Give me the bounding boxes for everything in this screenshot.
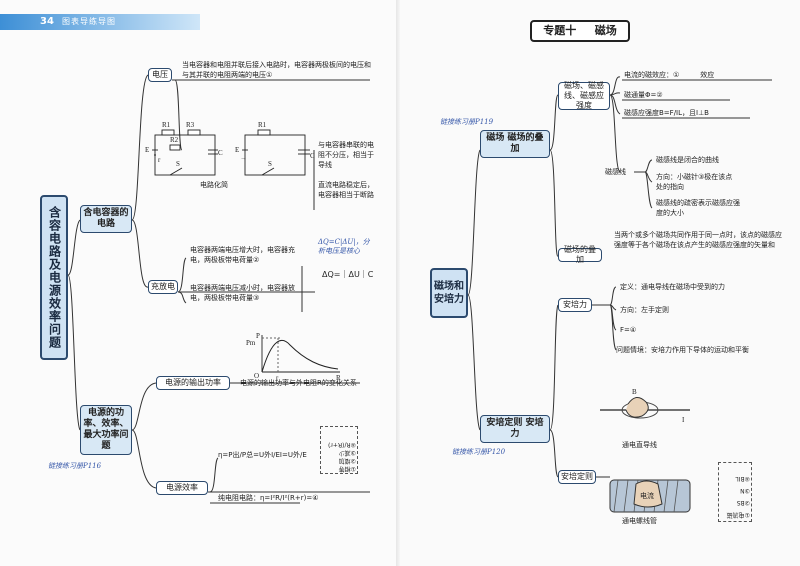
formula-delta-q: ΔQ=｜ΔU｜C <box>322 270 374 279</box>
link-practice-p116[interactable]: 链接练习册P116 <box>48 462 102 470</box>
label-r1b: R1 <box>258 121 267 129</box>
answer-2: ②BS <box>736 499 750 506</box>
ampere-force-formula: F=④ <box>620 326 637 334</box>
solenoid-figure <box>609 479 691 513</box>
main-topic-left: 含容电路及电源效率问题 <box>40 195 68 360</box>
link-practice-p120[interactable]: 链接练习册P120 <box>452 448 506 456</box>
efficiency-formula: η=P出/P总=U外I/EI=U外/E <box>218 451 307 459</box>
branch-power-efficiency: 电源的功率、效率、最大功率问题 <box>80 405 132 455</box>
topic-title: 磁场 <box>594 24 617 37</box>
superposition-label: 磁场的叠加 <box>558 245 602 264</box>
solenoid-caption: 通电螺线管 <box>622 517 657 525</box>
main-topic-right: 磁场和安培力 <box>430 268 468 318</box>
note-dc-steady: 直流电路稳定后，电容器相当于断路 <box>318 181 374 199</box>
left-connectors: → R1 R3 R2 E r C S R1 E C S P Pm O r R <box>67 74 370 504</box>
label-eb: E <box>235 146 239 154</box>
right-page: B I 电流 专题十 磁场 磁场和安培力 磁场 磁场的叠加 磁场、磁感线、磁感应… <box>400 0 800 566</box>
pure-resistor-formula: 纯电阻电路：η=I²R/I²(R+r)=④ <box>218 494 319 502</box>
label-r2: R2 <box>170 136 179 144</box>
answer-3: ③N <box>740 487 750 494</box>
page-number: 34 <box>40 16 54 27</box>
topic-number: 专题十 <box>543 24 577 37</box>
answer-4: ④BIL <box>735 475 750 482</box>
label-r1: R1 <box>162 121 171 129</box>
ampere-force-label: 安培力 <box>558 298 592 312</box>
branch-ampere: 安培定则 安培力 <box>480 415 550 443</box>
circuit-simplify-label: 电路化简 <box>200 181 228 189</box>
topic-header: 专题十 磁场 <box>530 20 630 42</box>
circuit-diagram-simplified <box>242 129 310 176</box>
answer-3: ③减少 <box>338 449 356 456</box>
field-line-closed: 磁感线是闭合的曲线 <box>656 156 719 164</box>
graph-r-small: r <box>276 374 279 382</box>
ampere-rule-label: 安培定则 <box>558 470 596 484</box>
discharge-text: 电容器两端电压减小时，电容器放电，两极板带电荷量③ <box>190 284 295 302</box>
straight-wire-caption: 通电直导线 <box>622 441 657 449</box>
label-r: r <box>158 156 161 164</box>
output-power-label: 电源的输出功率 <box>156 376 230 390</box>
graph-axis-r: R <box>336 374 341 382</box>
answers-box-right: ①电流磁 ②BS ③N ④BIL <box>718 462 752 522</box>
item-magnetic-effect: 电流的磁效应：① 效应 <box>624 71 715 79</box>
field-line-direction: 方向：小磁针③极在该点处的指向 <box>656 173 733 191</box>
graph-origin: O <box>254 372 259 380</box>
header-title: 图表导练导图 <box>62 17 116 26</box>
charge-discharge-label: 充放电 <box>148 280 178 294</box>
graph-pm: Pm <box>246 339 256 347</box>
voltage-label: 电压 <box>148 68 172 82</box>
ampere-force-direction: 方向：左手定则 <box>620 306 669 314</box>
answer-1: ①电流磁 <box>726 511 750 518</box>
branch-capacitor-circuit: 含电容器的电路 <box>80 205 132 233</box>
item-b-formula: 磁感应强度B=F/IL，且I⊥B <box>624 109 709 117</box>
answers-box-left: ①相等 ②增加 ③减少 ④R/(R+r) <box>320 426 358 474</box>
voltage-text: 当电容器和电阻并联后接入电路时，电容器两极板间的电压和与其并联的电阻两端的电压① <box>182 61 371 79</box>
field-line-density: 磁感线的疏密表示磁感应强度的大小 <box>656 199 740 217</box>
graph-axis-p: P <box>256 332 260 340</box>
answer-4: ④R/(R+r) <box>328 441 356 448</box>
link-practice-p119[interactable]: 链接练习册P119 <box>440 118 494 126</box>
svg-text:→: → <box>240 154 247 162</box>
label-s: S <box>176 160 180 168</box>
answer-2: ②增加 <box>338 457 356 464</box>
field-line-label: 磁感线 <box>605 168 626 176</box>
item-flux-phi: 磁通量Φ=② <box>624 91 663 99</box>
label-c: C <box>218 149 223 157</box>
superposition-text: 当两个或多个磁场共同作用于同一点时，该点的磁感应强度等于各个磁场在该点产生的磁感… <box>614 231 782 249</box>
straight-wire-figure <box>600 397 690 419</box>
answer-1: ①相等 <box>338 465 356 472</box>
header-bar <box>0 14 200 30</box>
label-r3: R3 <box>186 121 195 129</box>
efficiency-label: 电源效率 <box>156 481 208 495</box>
fig-label-i: I <box>682 416 685 424</box>
circuit-diagram-original <box>152 129 218 176</box>
note-series-resistor: 与电容器串联的电阻不分压，相当于导线 <box>318 141 374 169</box>
left-page: 34 图表导练导图 <box>0 14 374 504</box>
right-connectors: B I 电流 <box>467 76 772 513</box>
ampere-force-problem: 问题情境：安培力作用下导体的运动和平衡 <box>616 346 749 354</box>
power-curve-graph <box>261 335 340 373</box>
fig-label-current: 电流 <box>640 491 654 500</box>
branch-superposition: 磁场 磁场的叠加 <box>480 130 550 158</box>
ampere-force-definition: 定义：通电导线在磁场中受到的力 <box>620 283 725 291</box>
flux-group-label: 磁场、磁感线、磁感应强度 <box>558 81 610 110</box>
fig-label-b: B <box>632 388 637 396</box>
charge-text: 电容器两端电压增大时，电容器充电，两极板带电荷量② <box>190 246 295 264</box>
label-sb: S <box>268 160 272 168</box>
label-cb: C <box>310 152 315 160</box>
label-e: E <box>145 146 149 154</box>
handwritten-note: ΔQ=C|ΔU|，分析电压是核心 <box>318 238 370 255</box>
output-power-text: 电源的输出功率与外电阻R的变化关系 <box>240 379 357 387</box>
